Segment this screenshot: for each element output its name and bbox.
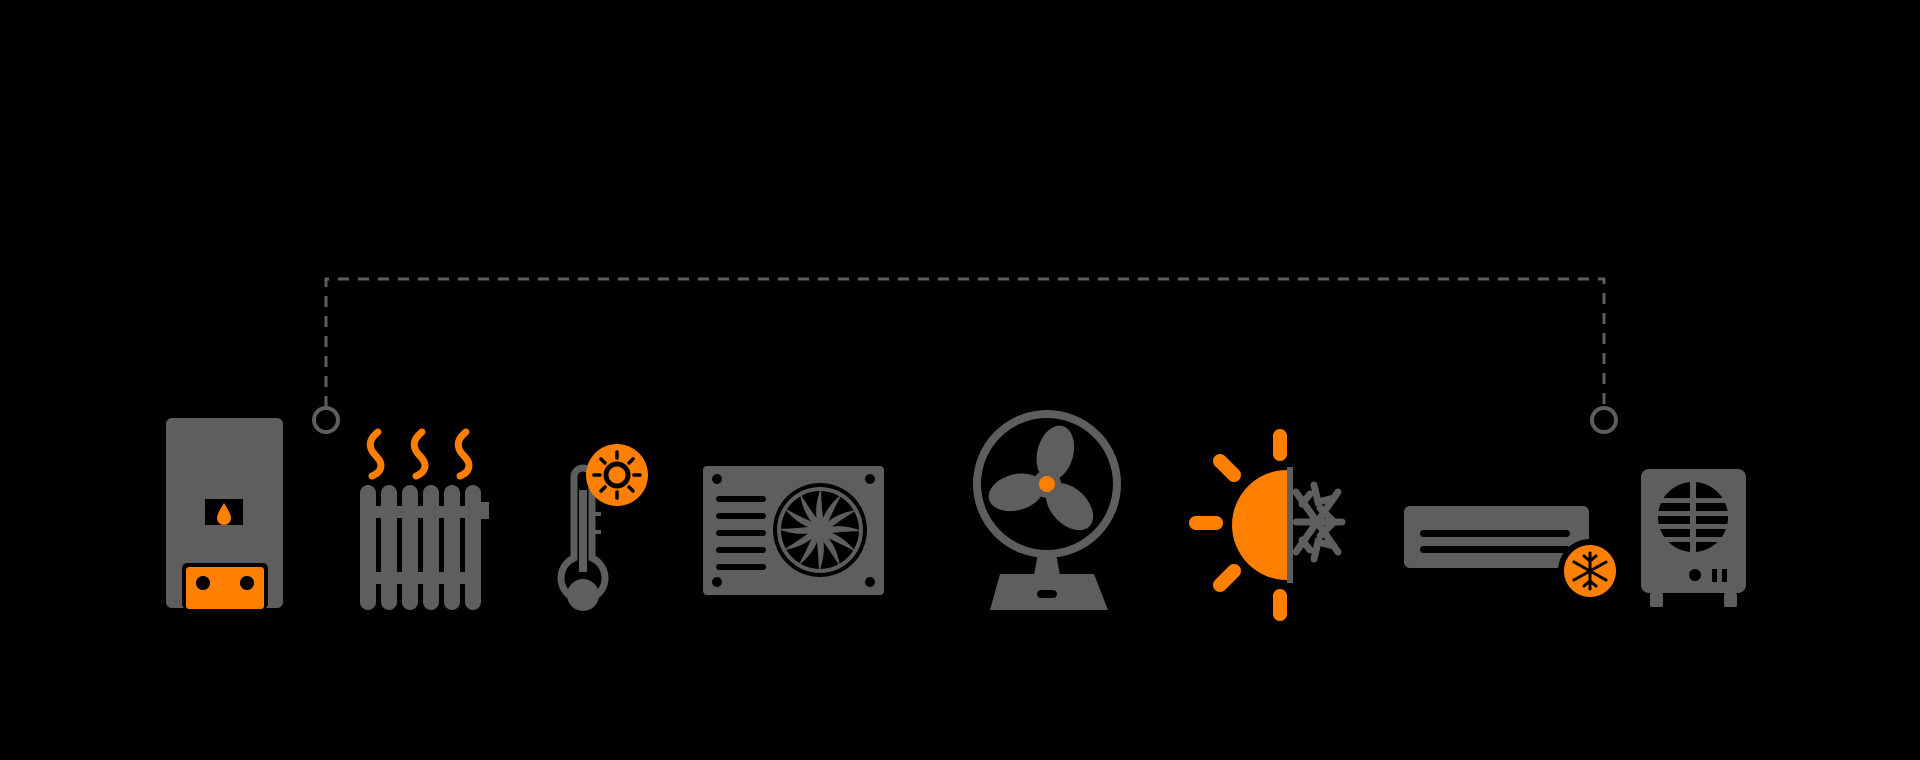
connector-end-left xyxy=(312,406,340,434)
connector-end-right xyxy=(1590,406,1618,434)
air-conditioner-cooling-icon xyxy=(1404,506,1622,603)
desk-fan-icon xyxy=(973,410,1121,610)
heat-pump-outdoor-unit-icon xyxy=(703,466,884,595)
portable-air-purifier-icon xyxy=(1641,469,1746,607)
dashed-connector-line xyxy=(324,277,1606,407)
gas-boiler-icon xyxy=(166,418,283,609)
heating-radiator-icon xyxy=(360,428,489,610)
sun-snowflake-icon xyxy=(1189,429,1346,621)
thermometer-sun-icon xyxy=(557,444,648,611)
